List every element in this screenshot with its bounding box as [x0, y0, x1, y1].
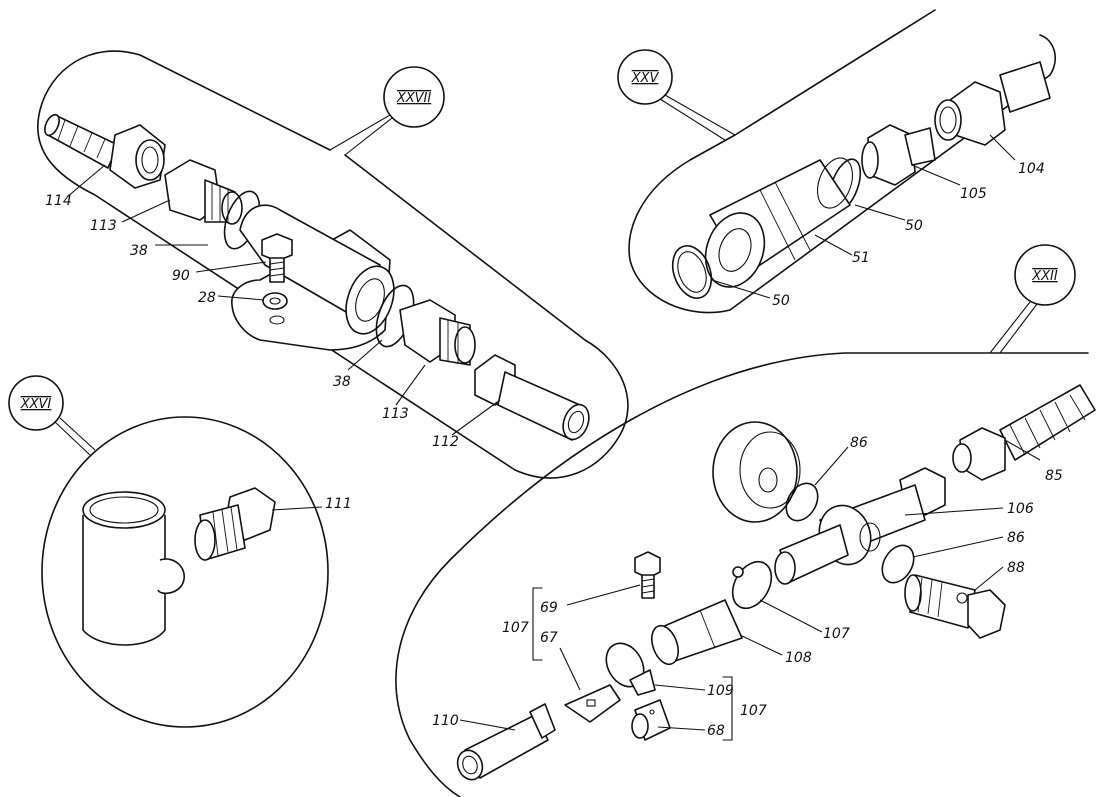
label-107-middle: 107 — [823, 626, 850, 642]
label-113-lower: 113 — [382, 406, 409, 422]
part-88-bolt — [904, 574, 1006, 639]
part-112-tube — [474, 354, 590, 441]
label-69: 69 — [540, 600, 558, 616]
group-xxvi-outline — [41, 416, 329, 728]
part-113-fitting-lower — [399, 299, 476, 366]
part-90-bolt — [261, 233, 293, 283]
label-108: 108 — [785, 650, 812, 666]
part-disc — [712, 421, 801, 523]
label-67: 67 — [540, 630, 558, 646]
label-107-left: 107 — [502, 620, 529, 636]
label-105: 105 — [960, 186, 987, 202]
leader-lines — [66, 134, 1041, 731]
part-114-tube — [44, 113, 166, 189]
part-108-hose — [651, 599, 743, 666]
part-tee-pipe — [82, 491, 185, 646]
badge-xxvi-text: XXVI — [20, 397, 52, 412]
group-xxv-outline — [628, 9, 1056, 314]
label-38-upper: 38 — [130, 243, 148, 259]
group-xxii-outline — [395, 352, 1089, 797]
label-86-upper: 86 — [850, 435, 868, 451]
badge-xxvii: XXVII — [329, 66, 445, 156]
part-106-tee-fitting — [774, 467, 946, 585]
part-105-fitting — [861, 124, 936, 186]
part-110-tube — [456, 703, 556, 781]
badge-xxv: XXV — [617, 49, 736, 141]
part-51-coupling — [704, 157, 854, 288]
label-113-upper: 113 — [90, 218, 117, 234]
label-109: 109 — [707, 683, 734, 699]
part-107-clamp-upper — [731, 560, 773, 610]
part-tee-body — [231, 204, 395, 351]
part-labels: 114 113 38 90 28 38 113 112 104 105 50 5… — [45, 161, 1063, 739]
part-69-bolt — [634, 551, 661, 599]
badge-xxii: XXII — [989, 244, 1076, 354]
label-106: 106 — [1007, 501, 1034, 517]
part-86-washer-upper — [785, 482, 819, 522]
part-86-washer-lower — [881, 544, 915, 584]
badge-xxii-text: XXII — [1031, 269, 1058, 284]
label-28: 28 — [198, 290, 216, 306]
label-50-right: 50 — [905, 218, 923, 234]
label-88: 88 — [1007, 560, 1025, 576]
badge-xxvi: XXVI — [8, 375, 96, 456]
badge-xxvii-text: XXVII — [396, 91, 432, 106]
label-38-lower: 38 — [333, 374, 351, 390]
part-111-plug — [194, 487, 276, 561]
part-109-clamp — [605, 642, 656, 696]
part-85-tube — [952, 384, 1096, 481]
part-28-washer — [262, 292, 288, 310]
part-68-nut — [631, 699, 671, 741]
part-113-fitting-upper — [164, 159, 243, 225]
label-104: 104 — [1018, 161, 1045, 177]
badge-xxv-text: XXV — [631, 71, 660, 86]
label-90: 90 — [172, 268, 190, 284]
part-50-seal-left — [671, 245, 713, 299]
bracket-107-left — [532, 587, 543, 661]
label-111: 111 — [325, 496, 352, 512]
label-110: 110 — [432, 713, 459, 729]
part-67-plate — [564, 684, 621, 723]
part-104-tube — [934, 61, 1051, 146]
label-85: 85 — [1045, 468, 1063, 484]
label-107-right: 107 — [740, 703, 767, 719]
bracket-107-right — [722, 676, 733, 741]
label-68: 68 — [707, 723, 725, 739]
label-51: 51 — [852, 250, 870, 266]
label-114: 114 — [45, 193, 72, 209]
label-86-lower: 86 — [1007, 530, 1025, 546]
label-112: 112 — [432, 434, 459, 450]
label-50-left: 50 — [772, 293, 790, 309]
